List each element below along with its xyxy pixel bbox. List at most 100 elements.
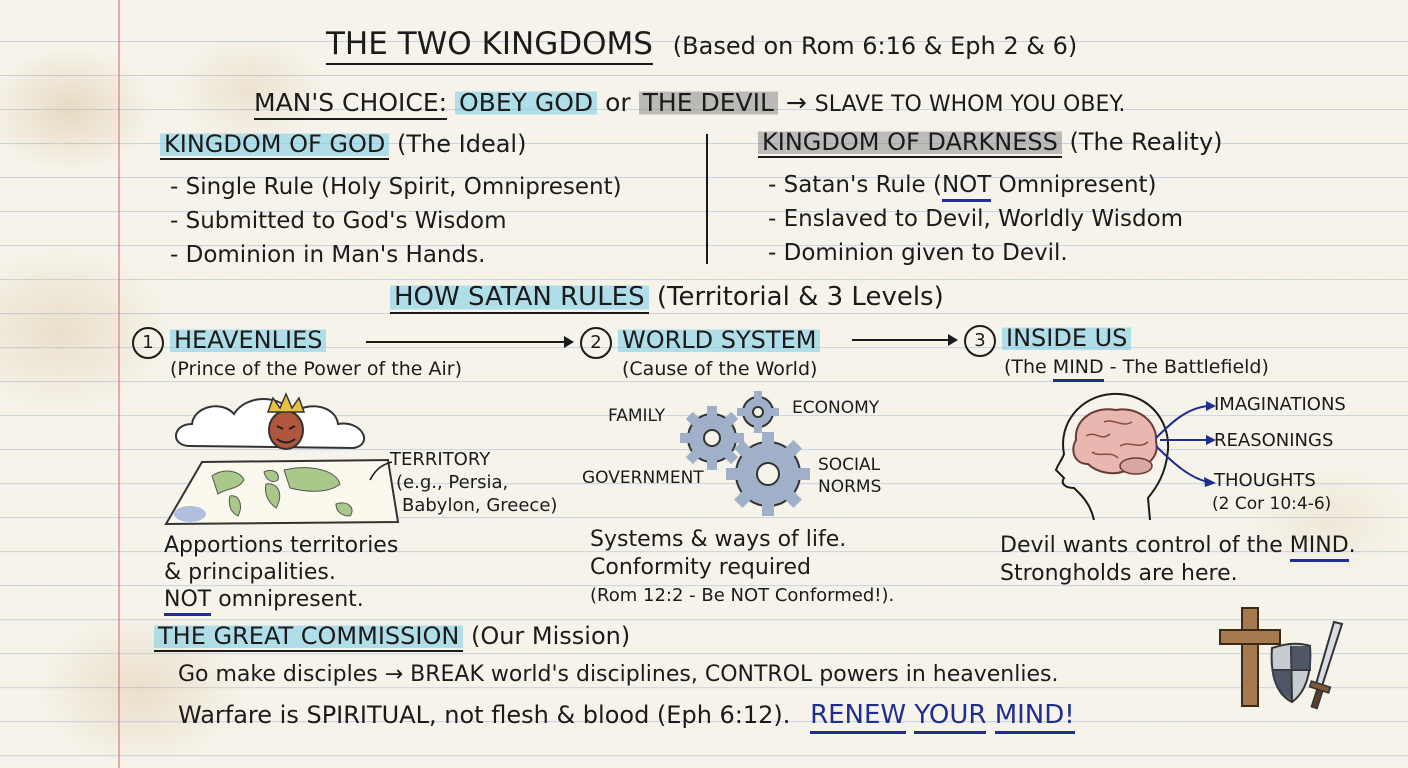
sword-icon bbox=[1308, 620, 1344, 710]
subtitle-emphasis: MIND bbox=[1052, 356, 1104, 382]
level-1-notes: Apportions territories & principalities.… bbox=[164, 532, 399, 616]
commission-text: BREAK world's disciplines, CONTROL power… bbox=[403, 662, 1059, 687]
title-main: THE TWO KINGDOMS bbox=[326, 26, 653, 65]
commission-title: THE GREAT COMMISSION bbox=[154, 622, 464, 652]
level-3-subtitle: (The MIND - The Battlefield) bbox=[1004, 356, 1269, 382]
list-item: - Satan's Rule (NOT Omnipresent) bbox=[768, 168, 1183, 202]
note-line: Conformity required bbox=[590, 555, 811, 580]
gears-icon bbox=[680, 391, 810, 516]
brain-head-icon bbox=[1054, 392, 1216, 521]
list-item: - Single Rule (Holy Spirit, Omnipresent) bbox=[170, 174, 622, 200]
level-number: 1 bbox=[132, 327, 164, 359]
column-divider bbox=[706, 134, 708, 264]
arrow-level2-to-level3 bbox=[852, 334, 958, 346]
commission-text: , not flesh & blood (Eph 6:12). bbox=[429, 701, 791, 729]
commission-emphasis: SPIRITUAL bbox=[306, 701, 430, 729]
note-line: & principalities. bbox=[164, 560, 336, 585]
level-number: 2 bbox=[580, 327, 612, 359]
list-item: - Dominion in Man's Hands. bbox=[170, 242, 486, 268]
gear-label-economy: ECONOMY bbox=[792, 398, 880, 418]
territory-example: Babylon, Greece) bbox=[402, 495, 558, 516]
arrow-level1-to-level2 bbox=[366, 336, 574, 348]
commission-line-1: Go make disciples → BREAK world's discip… bbox=[178, 662, 1058, 687]
how-satan-rules-heading: HOW SATAN RULES (Territorial & 3 Levels) bbox=[390, 282, 944, 314]
kingdom-darkness-heading: KINGDOM OF DARKNESS (The Reality) bbox=[758, 128, 1223, 158]
note-text: Devil wants control of the bbox=[1000, 533, 1290, 558]
kingdom-darkness-list: - Satan's Rule (NOT Omnipresent) - Ensla… bbox=[768, 168, 1183, 270]
territory-label: TERRITORY bbox=[390, 449, 491, 470]
level-1-subtitle: (Prince of the Power of the Air) bbox=[170, 358, 462, 380]
choice-obey-god: OBEY GOD bbox=[455, 88, 598, 117]
note-text: omnipresent. bbox=[218, 587, 364, 612]
mans-choice-line: MAN'S CHOICE: OBEY GOD or THE DEVIL → SL… bbox=[254, 88, 1126, 120]
branch-thoughts: THOUGHTS bbox=[1214, 470, 1316, 491]
choice-arrow: → bbox=[785, 88, 807, 117]
level-title: INSIDE US bbox=[1002, 324, 1132, 352]
item-text: - Satan's Rule ( bbox=[768, 172, 942, 198]
item-text: Omnipresent) bbox=[991, 172, 1157, 198]
level-2-subtitle: (Cause of the World) bbox=[622, 358, 818, 380]
kingdom-darkness-note: (The Reality) bbox=[1069, 128, 1223, 156]
item-emphasis: NOT bbox=[941, 172, 992, 202]
commission-note: (Our Mission) bbox=[470, 622, 631, 650]
territory-example: (e.g., Persia, bbox=[396, 472, 509, 493]
level-3-notes: Devil wants control of the MIND. Strongh… bbox=[1000, 532, 1356, 588]
commission-text: Warfare is bbox=[178, 701, 307, 729]
how-satan-rules-title: HOW SATAN RULES bbox=[390, 282, 649, 314]
note-line: Strongholds are here. bbox=[1000, 561, 1238, 586]
renew-word: MIND! bbox=[994, 700, 1075, 734]
shield-icon bbox=[1270, 642, 1312, 704]
commission-text: Go make disciples bbox=[178, 662, 385, 687]
page-title: THE TWO KINGDOMS (Based on Rom 6:16 & Ep… bbox=[326, 26, 1078, 65]
devil-with-crown-icon bbox=[266, 392, 306, 450]
subtitle-text: (The bbox=[1004, 356, 1053, 378]
commission-heading: THE GREAT COMMISSION (Our Mission) bbox=[154, 622, 631, 652]
branch-reasonings: REASONINGS bbox=[1214, 430, 1334, 451]
gear-label-social: SOCIAL bbox=[818, 455, 881, 475]
how-satan-rules-note: (Territorial & 3 Levels) bbox=[656, 282, 944, 312]
list-item: - Dominion given to Devil. bbox=[768, 240, 1068, 266]
world-map-icon bbox=[164, 458, 400, 526]
gear-label-government: GOVERNMENT bbox=[582, 468, 704, 488]
gear-label-family: FAMILY bbox=[608, 406, 666, 426]
note-line: NOT omnipresent. bbox=[164, 586, 398, 616]
title-subtitle: (Based on Rom 6:16 & Eph 2 & 6) bbox=[672, 32, 1078, 60]
territory-pointer bbox=[369, 461, 393, 481]
commission-arrow: → bbox=[384, 662, 404, 687]
renew-word: YOUR bbox=[914, 700, 987, 734]
kingdom-god-list: - Single Rule (Holy Spirit, Omnipresent)… bbox=[170, 170, 622, 272]
branch-reference: (2 Cor 10:4-6) bbox=[1212, 494, 1332, 514]
renew-word: RENEW bbox=[810, 700, 907, 734]
list-item: - Submitted to God's Wisdom bbox=[170, 208, 507, 234]
note-emphasis: NOT bbox=[164, 587, 212, 616]
note-line: (Rom 12:2 - Be NOT Conformed!). bbox=[590, 585, 895, 606]
commission-line-2: Warfare is SPIRITUAL, not flesh & blood … bbox=[178, 700, 1075, 734]
margin-line bbox=[118, 0, 120, 768]
branch-imaginations: IMAGINATIONS bbox=[1214, 394, 1346, 415]
heavenlies-illustration bbox=[164, 392, 400, 526]
kingdom-god-note: (The Ideal) bbox=[397, 130, 527, 158]
kingdom-god-heading: KINGDOM OF GOD (The Ideal) bbox=[160, 130, 527, 160]
choice-label: MAN'S CHOICE: bbox=[254, 88, 448, 120]
level-title: HEAVENLIES bbox=[170, 326, 327, 354]
note-line: Devil wants control of the MIND. bbox=[1000, 532, 1356, 562]
choice-devil: THE DEVIL bbox=[638, 88, 778, 117]
kingdom-darkness-title: KINGDOM OF DARKNESS bbox=[758, 128, 1062, 158]
kingdom-god-title: KINGDOM OF GOD bbox=[160, 130, 390, 160]
note-text: . bbox=[1348, 533, 1356, 558]
subtitle-text: - The Battlefield) bbox=[1103, 356, 1269, 378]
note-emphasis: MIND bbox=[1289, 533, 1349, 562]
note-line: Systems & ways of life. bbox=[590, 527, 847, 552]
note-line: Apportions territories bbox=[164, 533, 399, 558]
level-title: WORLD SYSTEM bbox=[618, 326, 821, 354]
choice-or: or bbox=[605, 88, 631, 117]
choice-rest: SLAVE TO WHOM YOU OBEY. bbox=[814, 92, 1126, 117]
renew-your-mind: RENEW YOUR MIND! bbox=[810, 700, 1075, 734]
armor-illustration bbox=[1219, 607, 1344, 710]
territory-label-block: TERRITORY (e.g., Persia, Babylon, Greece… bbox=[390, 448, 557, 517]
gear-label-norms: NORMS bbox=[818, 477, 882, 497]
level-number: 3 bbox=[964, 325, 996, 357]
